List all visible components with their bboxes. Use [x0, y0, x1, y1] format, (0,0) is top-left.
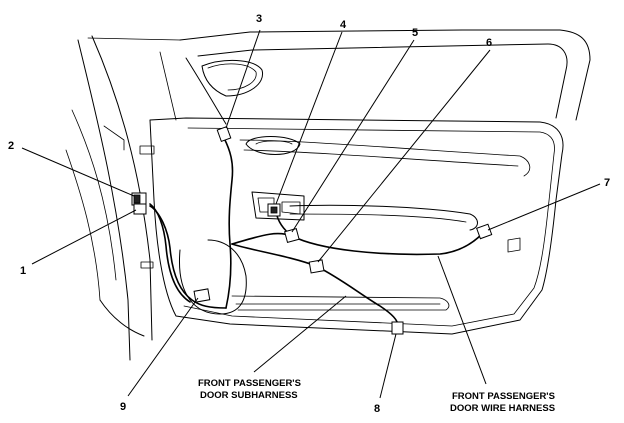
callout-9: 9: [120, 401, 126, 413]
callout-7: 7: [604, 177, 610, 189]
car-body-pillar: [65, 35, 181, 361]
door-frame: [159, 29, 591, 125]
connector-8: [391, 321, 404, 335]
wire-harness-label-line2: DOOR WIRE HARNESS: [450, 403, 555, 414]
leader-lines: [21, 29, 601, 399]
subharness-label-line1: FRONT PASSENGER'S: [198, 378, 301, 389]
wiring-harness: [149, 137, 483, 327]
callout-3: 3: [256, 13, 262, 25]
connector-3: [216, 126, 232, 142]
connector-1: [133, 203, 147, 215]
connectors: [131, 126, 493, 335]
subharness-label-line2: DOOR SUBHARNESS: [200, 390, 298, 401]
connector-5: [284, 228, 300, 243]
callout-4: 4: [340, 19, 347, 31]
door-inner-panel: [149, 117, 564, 335]
callout-8: 8: [374, 403, 380, 415]
callout-2: 2: [8, 140, 14, 152]
callout-numbers: 1 2 3 4 5 6 7 8 9: [8, 13, 610, 415]
callout-5: 5: [412, 27, 418, 39]
callout-6: 6: [486, 37, 492, 49]
wire-harness-label-line1: FRONT PASSENGER'S: [452, 391, 555, 402]
connector-2: [131, 192, 147, 206]
connector-6: [308, 259, 325, 274]
connector-4: [267, 203, 281, 217]
callout-1: 1: [20, 265, 26, 277]
harness-labels: FRONT PASSENGER'S DOOR SUBHARNESS FRONT …: [198, 378, 555, 414]
